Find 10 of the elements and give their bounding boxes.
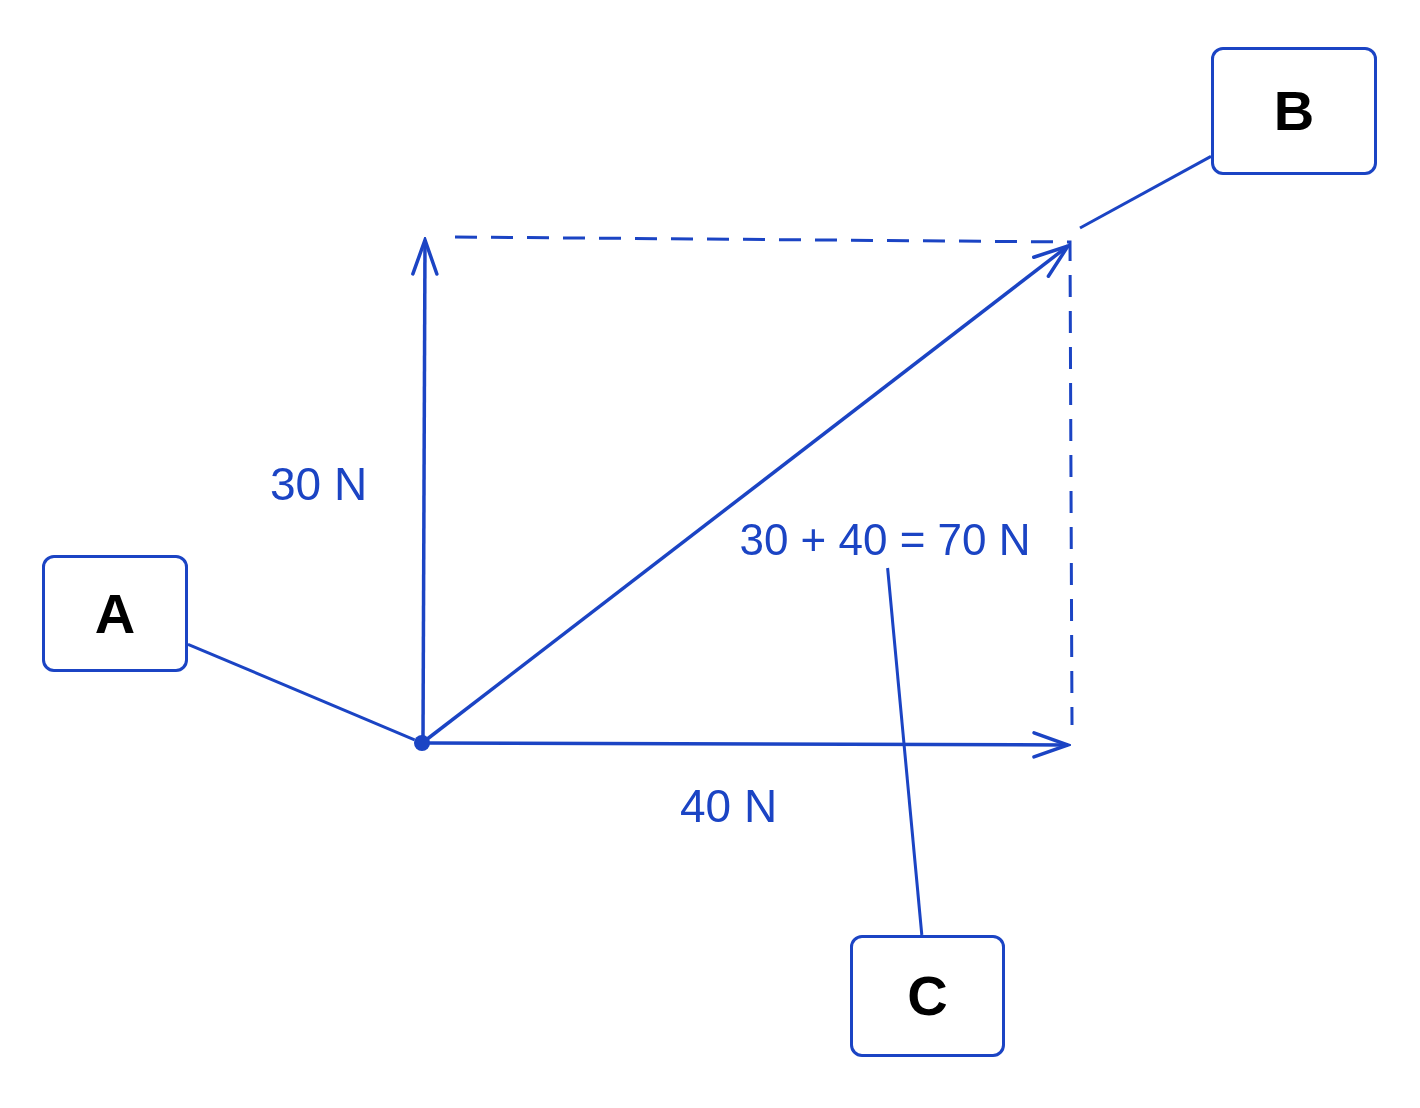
force-label: 40 N xyxy=(680,779,778,834)
callout-box: C xyxy=(850,935,1005,1057)
force-label: 30 N xyxy=(270,457,368,512)
leader-line xyxy=(886,567,924,936)
callout-box: A xyxy=(42,555,188,672)
equation-text: 30 + 40 = 70 N xyxy=(730,512,1040,568)
callout-box: B xyxy=(1211,47,1377,175)
leader-line xyxy=(187,642,416,742)
leader-line xyxy=(1079,155,1212,230)
origin-point xyxy=(414,735,430,751)
